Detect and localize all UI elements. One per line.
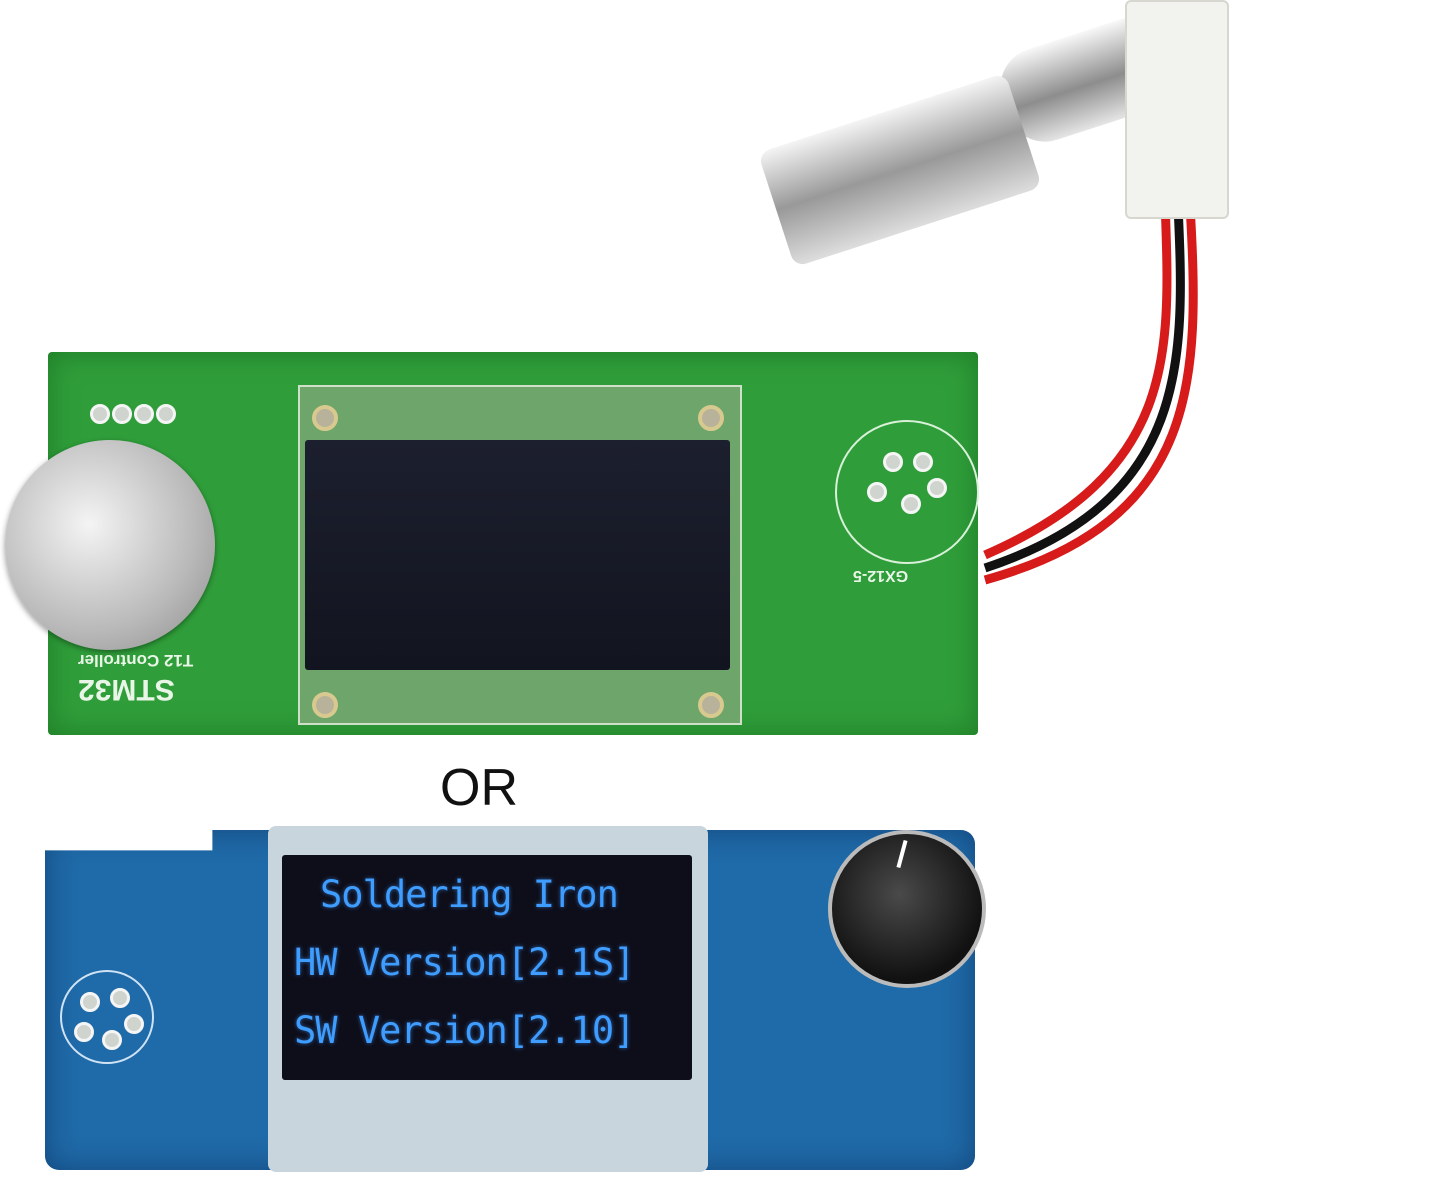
pad — [867, 482, 887, 502]
blue-oled-screen: Soldering Iron HW Version[2.1S] SW Versi… — [282, 855, 692, 1080]
pad — [112, 404, 132, 424]
jst-plug — [1125, 0, 1229, 219]
mount-hole — [312, 405, 338, 431]
oled-line-hw-version: HW Version[2.1S] — [294, 941, 635, 984]
oled-line-title: Soldering Iron — [320, 873, 619, 916]
wires — [983, 199, 1198, 585]
connector-label: GX12-5 — [853, 567, 909, 584]
silkscreen-title: T12 Controller — [78, 651, 194, 670]
socket-footprint — [835, 420, 979, 564]
green-oled-screen — [305, 440, 730, 670]
pad — [913, 452, 933, 472]
pad — [156, 404, 176, 424]
mount-hole — [698, 405, 724, 431]
pad — [901, 494, 921, 514]
silver-rotary-knob — [5, 440, 215, 650]
socket-footprint — [60, 970, 154, 1064]
mount-hole — [698, 692, 724, 718]
pad — [124, 1014, 144, 1034]
pad — [90, 404, 110, 424]
silkscreen-model: STM32 — [78, 673, 175, 706]
pad — [134, 404, 154, 424]
pad — [883, 452, 903, 472]
pad — [102, 1030, 122, 1050]
pad — [80, 992, 100, 1012]
mount-hole — [312, 692, 338, 718]
pad — [110, 988, 130, 1008]
oled-line-sw-version: SW Version[2.10] — [294, 1009, 635, 1052]
pad — [74, 1022, 94, 1042]
pad — [927, 478, 947, 498]
or-label: OR — [440, 759, 518, 817]
black-rotary-knob — [828, 830, 986, 988]
